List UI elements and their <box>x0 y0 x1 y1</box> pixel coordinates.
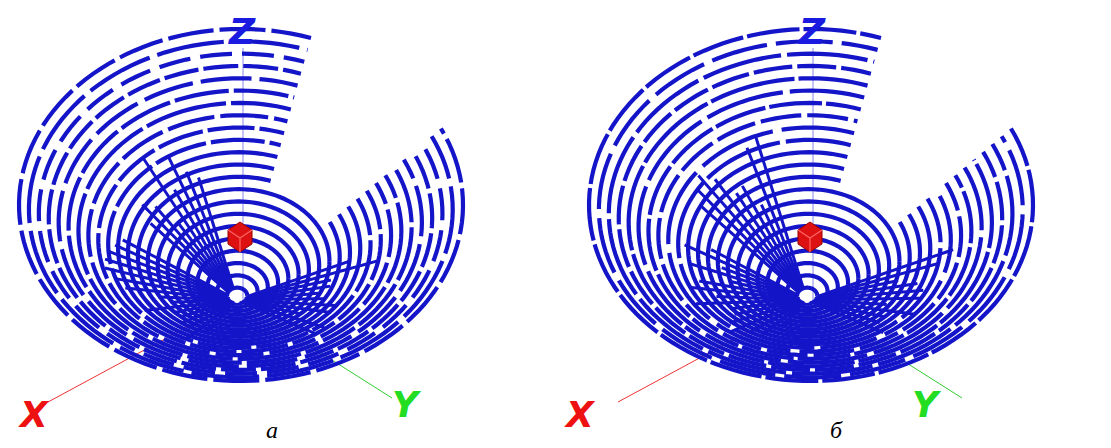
radial-rib <box>756 136 803 287</box>
radial-rib <box>145 301 229 310</box>
ring-arc <box>629 78 992 366</box>
ring-arc <box>698 165 920 341</box>
vertex-dot <box>234 297 240 303</box>
red-cube <box>228 222 252 252</box>
ring-arc <box>609 54 1013 374</box>
ring-arc <box>639 91 982 363</box>
radial-rib <box>817 298 922 300</box>
radial-rib <box>186 172 232 288</box>
radial-rib <box>248 260 379 297</box>
axis-label: Y <box>392 387 418 423</box>
ring-arc <box>599 41 1023 377</box>
radial-rib <box>247 299 325 300</box>
bowl-panel <box>589 29 1033 402</box>
radial-rib <box>244 302 324 327</box>
bowl-panel <box>19 29 463 402</box>
ring-arc <box>29 41 453 377</box>
ring-arc <box>59 78 422 366</box>
ring-arc <box>108 140 370 348</box>
radial-rib <box>248 286 331 298</box>
radial-rib <box>698 175 798 290</box>
ring-arc <box>158 201 319 329</box>
ring-arc <box>148 189 330 333</box>
red-cube <box>798 222 822 252</box>
radial-rib <box>168 155 232 288</box>
radial-rib <box>817 290 923 299</box>
vertex-dot <box>804 297 810 303</box>
ring-arc <box>138 177 340 337</box>
axis-label: Z <box>799 14 825 50</box>
ring-arc <box>648 103 971 359</box>
ring-arc <box>49 66 432 370</box>
panel-caption: а <box>266 418 278 442</box>
radial-rib <box>742 186 800 288</box>
ring-arc <box>128 165 350 341</box>
ring-arc <box>708 177 910 337</box>
ring-arc <box>88 115 391 355</box>
ring-arc <box>589 29 1033 381</box>
radial-rib <box>813 303 883 333</box>
axis-label: Y <box>912 387 938 423</box>
ring-arc <box>718 189 900 333</box>
radial-rib <box>243 303 316 334</box>
radial-rib <box>174 190 230 289</box>
ring-arc <box>619 66 1002 370</box>
radial-rib <box>736 193 799 289</box>
axis-label: Z <box>229 14 255 50</box>
ring-arc <box>168 214 309 326</box>
axis-label: X <box>566 397 594 433</box>
ring-arc <box>688 152 930 344</box>
ring-arc <box>658 115 961 355</box>
ring-arc <box>19 29 463 381</box>
panel-caption: б <box>830 418 842 442</box>
axis-label: X <box>20 397 48 433</box>
ring-arc <box>69 91 412 363</box>
radial-rib <box>814 302 880 323</box>
ring-arc <box>98 128 381 352</box>
ring-arc <box>678 140 940 348</box>
ring-arc <box>78 103 401 359</box>
ring-arc <box>39 54 443 374</box>
ring-arc <box>118 152 360 344</box>
ring-arc <box>728 201 889 329</box>
radial-rib <box>696 300 798 303</box>
radial-rib <box>747 148 802 288</box>
ring-arc <box>668 128 951 352</box>
radial-rib <box>144 159 230 289</box>
